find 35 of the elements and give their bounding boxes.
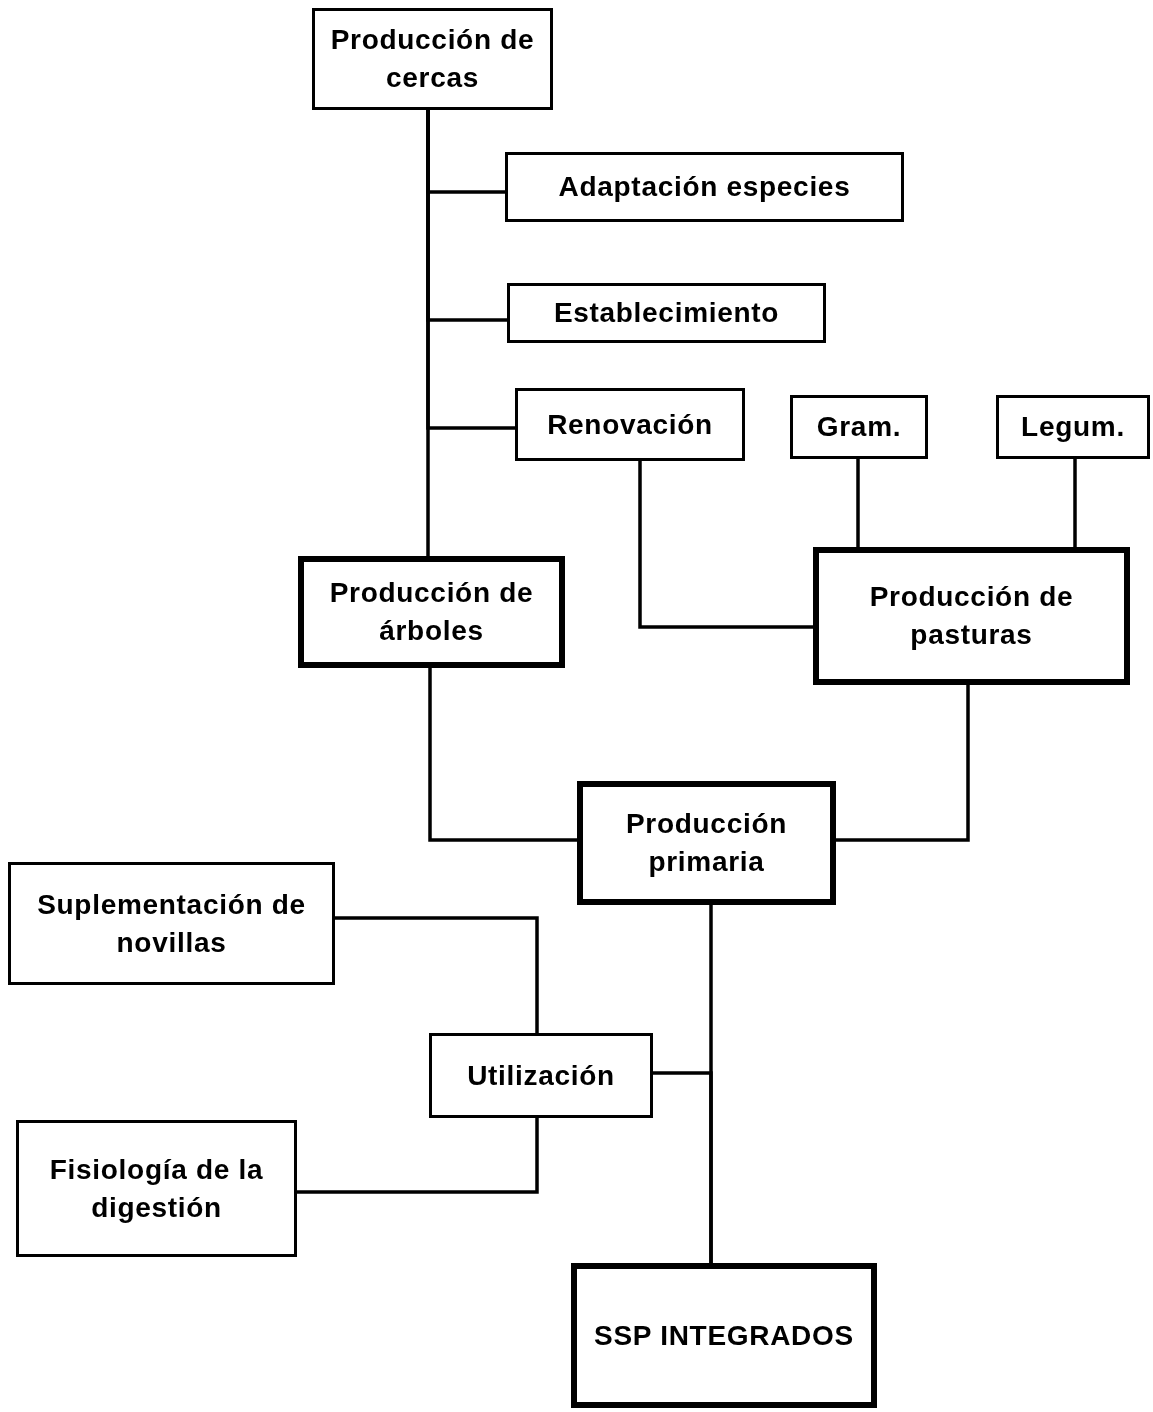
connector-line	[653, 1071, 713, 1263]
connector-line	[428, 668, 577, 842]
text-box	[577, 781, 836, 905]
connector-line	[426, 110, 430, 556]
text-box	[8, 862, 335, 985]
box-label: Renovación	[547, 407, 713, 442]
box-label: Legum.	[1021, 410, 1125, 444]
text-box	[813, 547, 1130, 685]
text-box	[16, 1120, 297, 1257]
box-label: SSP INTEGRADOS	[594, 1318, 854, 1353]
box-label: Fisiología de la digestión	[48, 1152, 265, 1225]
box-label: Establecimiento	[553, 296, 780, 330]
connector-line	[1073, 459, 1077, 547]
box-label: Producción de pasturas	[868, 580, 1075, 652]
text-box	[515, 388, 745, 461]
box-label: Gram.	[816, 410, 902, 444]
text-box	[312, 8, 553, 110]
box-label: Producción primaria	[625, 807, 788, 879]
text-box	[505, 152, 904, 222]
connector-line	[297, 1118, 539, 1194]
connector-line	[856, 459, 860, 547]
text-box	[571, 1263, 877, 1408]
connector-line	[335, 916, 539, 1033]
box-label: Utilización	[467, 1058, 615, 1093]
connector-line	[836, 685, 970, 842]
text-box	[790, 395, 928, 459]
text-box	[298, 556, 565, 668]
text-box	[996, 395, 1150, 459]
box-label: Adaptación especies	[558, 170, 851, 204]
box-label: Producción de árboles	[328, 576, 535, 648]
box-label: Producción de cercas	[329, 23, 536, 95]
text-box	[507, 283, 826, 343]
box-label: Suplementación de novillas	[36, 887, 307, 960]
text-box	[429, 1033, 653, 1118]
connector-line	[638, 461, 813, 629]
